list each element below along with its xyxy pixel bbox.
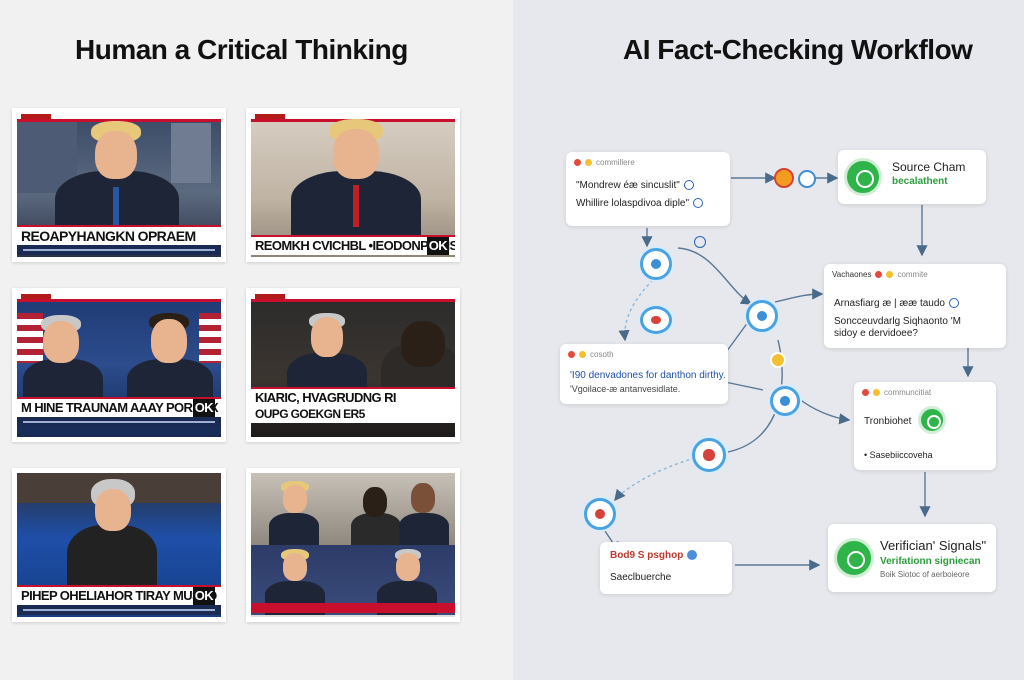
process-node-icon[interactable] <box>640 248 672 280</box>
claim-line: "Mondrew éæ sincuslit" <box>576 180 694 191</box>
verification-signals-card[interactable]: Verifician' Signals" Verifationn signiec… <box>828 524 996 592</box>
process-node-icon[interactable] <box>584 498 616 530</box>
card-header-label: commillere <box>596 158 635 167</box>
ok-badge: OK <box>192 399 215 417</box>
news-top-bar <box>17 113 221 122</box>
process-node-icon[interactable] <box>640 306 672 334</box>
evidence-card[interactable]: cosoth 'I90 denvadones for danthon dirth… <box>560 344 728 404</box>
news-thumbnail[interactable]: KIARIC, HVAGRUDNG RI OUPG GOEKGN ER5 <box>246 288 460 442</box>
check-icon <box>687 550 698 561</box>
news-top-bar <box>17 293 221 302</box>
news-chyron: REOAPYHANGKN OPRAEM <box>17 225 221 245</box>
news-chyron: KIARIC, HVAGRUDNG RI <box>251 387 455 407</box>
process-node-icon[interactable] <box>746 300 778 332</box>
analysis-line: sidoy e dervidoee? <box>834 328 918 339</box>
search-line: Bod9 S psghop <box>610 550 698 561</box>
news-chyron <box>251 603 455 613</box>
verified-badge-icon <box>918 406 946 434</box>
claim-input-card[interactable]: commillere "Mondrew éæ sincuslit" Whilli… <box>566 152 730 226</box>
verified-badge-icon <box>844 158 882 196</box>
news-crawl <box>17 605 221 615</box>
link-icon <box>798 170 816 188</box>
claim-line: Whillire lolaspdivoa diple" <box>576 198 704 209</box>
analysis-line: Soncceuvdarlg Siqhaonto 'M <box>834 316 961 327</box>
link-icon <box>770 352 786 368</box>
verification-step-card[interactable]: communcitiat Tronbiohet • Sasebiiccoveha <box>854 382 996 470</box>
search-result-card[interactable]: Bod9 S psghop Saeclbuerche <box>600 542 732 594</box>
source-check-card[interactable]: Source Cham becalathent <box>838 150 986 204</box>
card-header-label: cosoth <box>590 350 614 359</box>
news-crawl <box>17 417 221 427</box>
process-node-icon[interactable] <box>770 386 800 416</box>
signals-detail: Boik Siotoc of aerboieore <box>880 570 970 579</box>
card-header-label: commite <box>897 270 928 279</box>
evidence-line: 'Vgoilace-æ antanvesidlate. <box>570 384 681 394</box>
check-icon <box>683 180 694 191</box>
card-header-label: communcitiat <box>884 388 932 397</box>
human-panel: Human a Critical Thinking REOAPYHANGKN O… <box>12 34 460 622</box>
news-thumbnail[interactable]: REOAPYHANGKN OPRAEM <box>12 108 226 262</box>
news-top-bar <box>251 293 455 302</box>
news-chyron-sub: OUPG GOEKGN ER5 <box>251 405 455 423</box>
step-label: Tronbiohet <box>864 416 912 427</box>
human-panel-title: Human a Critical Thinking <box>75 34 408 65</box>
ok-badge: OK <box>192 587 215 605</box>
news-thumbnail[interactable] <box>246 468 460 622</box>
analysis-line: Arnasfiarg æ | ææ taudo <box>834 298 959 309</box>
evidence-line: 'I90 denvadones for danthon dirthy. <box>570 370 726 381</box>
check-icon <box>693 198 704 209</box>
check-icon <box>949 298 959 309</box>
ai-panel-title: AI Fact-Checking Workflow <box>623 34 973 65</box>
claim-analysis-card[interactable]: Vachaones commite Arnasfiarg æ | ææ taudo… <box>824 264 1006 348</box>
process-node-icon[interactable] <box>692 438 726 472</box>
analysis-title: Vachaones <box>832 270 872 279</box>
verified-badge-icon <box>834 538 874 578</box>
signals-status: Verifationn signiecan <box>880 556 981 567</box>
source-check-title: Source Cham <box>892 160 966 174</box>
source-check-status: becalathent <box>892 176 948 187</box>
ok-badge: OK <box>426 237 449 255</box>
signals-title: Verifician' Signals" <box>880 538 987 553</box>
step-line: • Sasebiiccoveha <box>864 450 933 460</box>
search-line: Saeclbuerche <box>610 572 672 583</box>
link-icon <box>774 168 794 188</box>
news-crawl <box>17 245 221 255</box>
check-icon <box>694 236 706 248</box>
